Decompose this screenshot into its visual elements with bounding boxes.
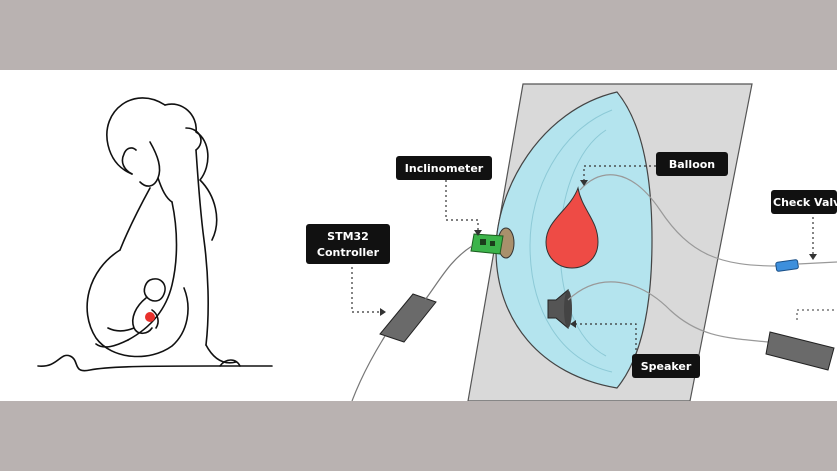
diagram-svg: Inclinometer Balloon Check Valve STM32 C… <box>37 83 837 401</box>
label-check-valve-text: Check Valve <box>773 196 837 209</box>
label-inclinometer: Inclinometer <box>396 156 492 180</box>
amplifier-board-icon <box>765 331 835 371</box>
label-balloon-text: Balloon <box>669 158 715 171</box>
label-check-valve: Check Valve <box>771 190 837 214</box>
label-inclinometer-text: Inclinometer <box>405 162 484 175</box>
check-valve-icon <box>775 259 799 272</box>
speaker-icon <box>547 288 572 330</box>
label-controller-line2: Controller <box>317 246 380 259</box>
diagram-panel: Inclinometer Balloon Check Valve STM32 C… <box>0 70 837 401</box>
pregnant-woman-illustration <box>37 97 273 372</box>
label-speaker-text: Speaker <box>641 360 692 373</box>
controller-board-icon <box>379 293 437 343</box>
balloon-icon <box>545 186 599 269</box>
label-balloon: Balloon <box>656 152 728 176</box>
label-stm32-controller: STM32 Controller <box>306 224 390 264</box>
label-speaker: Speaker <box>632 354 700 378</box>
bottom-margin-band <box>0 401 837 471</box>
inclinometer-board-icon <box>470 233 504 255</box>
top-margin-band <box>0 0 837 70</box>
fetal-heart-icon <box>145 312 155 322</box>
label-controller-line1: STM32 <box>327 230 369 243</box>
